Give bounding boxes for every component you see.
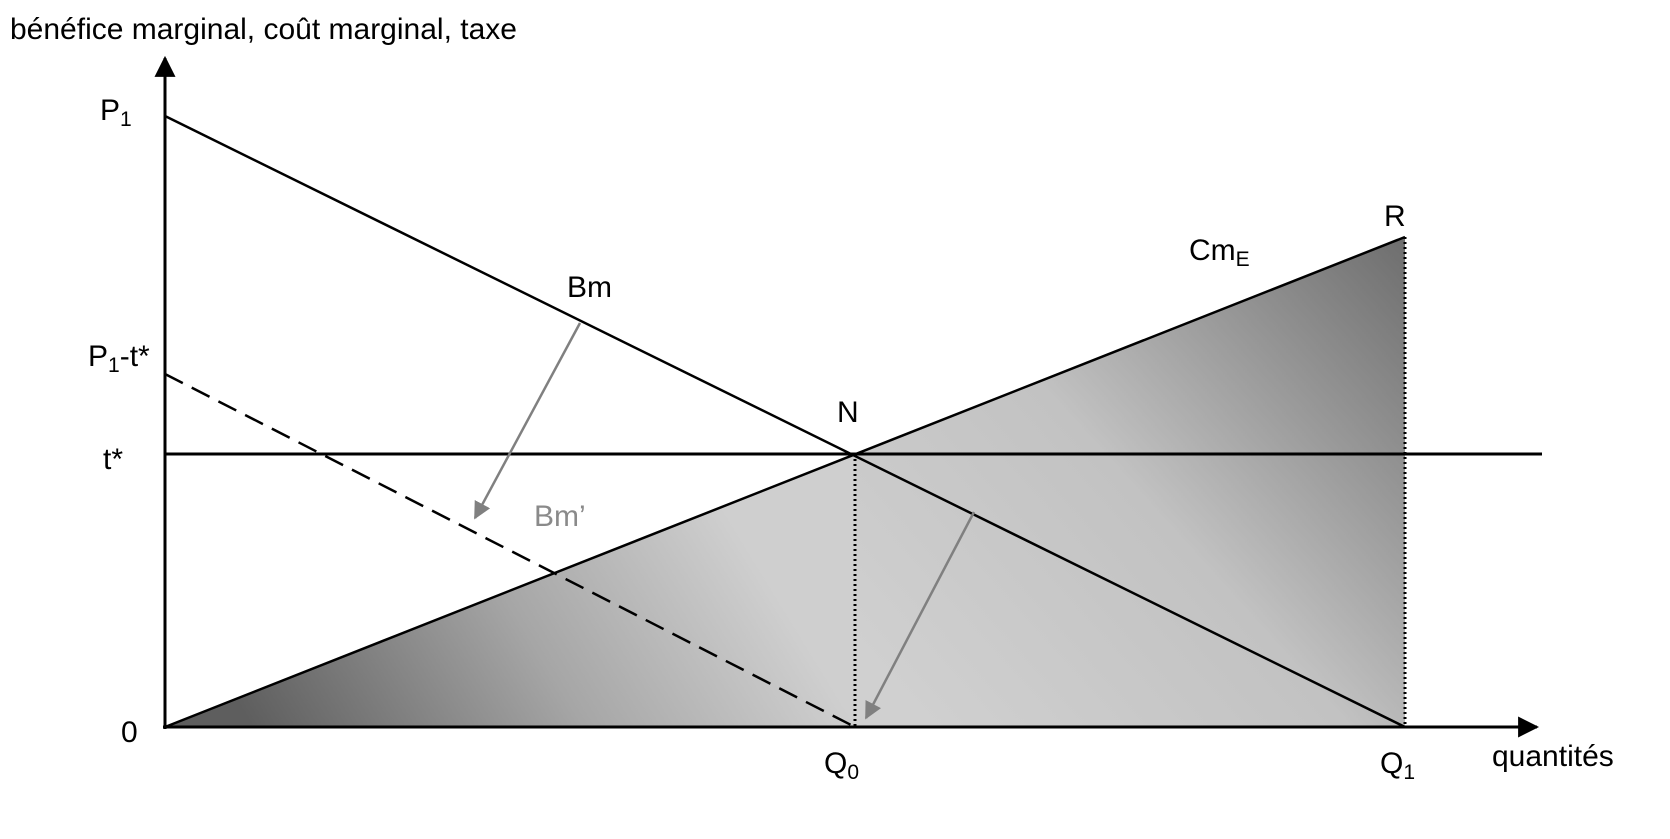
p1-minus-t-label: P1-t*: [88, 340, 150, 377]
shift-arrow-lower: [864, 511, 976, 720]
point-n-label: N: [837, 396, 859, 429]
y-axis-label: bénéfice marginal, coût marginal, taxe: [10, 13, 517, 46]
q1-label: Q1: [1380, 747, 1415, 784]
shift-arrow-upper: [473, 322, 582, 520]
bm-curve: [164, 114, 1406, 729]
deadweight-area-right: [855, 237, 1405, 727]
cme-curve: [164, 235, 1406, 729]
point-r-label: R: [1384, 200, 1406, 233]
bm-label: Bm: [567, 271, 612, 304]
x-axis-label: quantités: [1492, 740, 1614, 773]
t-star-label: t*: [103, 443, 123, 476]
origin-label: 0: [121, 716, 138, 749]
cme-label: CmE: [1189, 234, 1250, 271]
bm-prime-label: Bm’: [534, 500, 586, 533]
p1-label: P1: [100, 94, 132, 131]
q0-label: Q0: [824, 747, 859, 784]
bm-prime-curve: [164, 372, 856, 729]
